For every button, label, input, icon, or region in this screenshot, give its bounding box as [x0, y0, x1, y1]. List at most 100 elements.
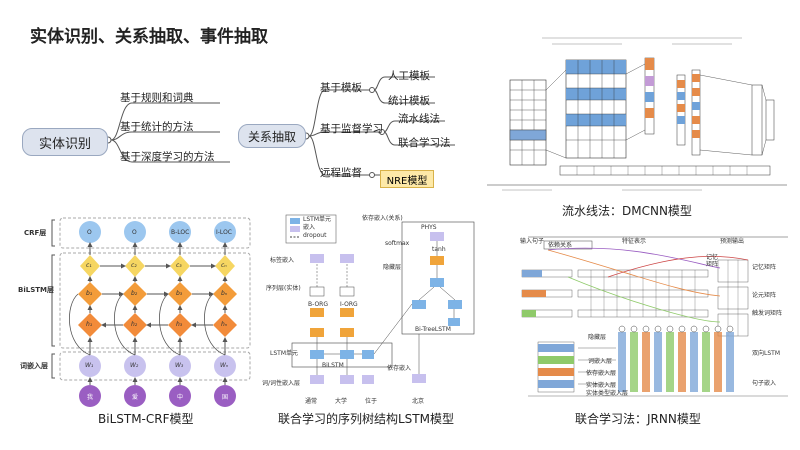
- page-title: 实体识别、关系抽取、事件抽取: [30, 27, 268, 47]
- jrnn-trigger-matrix-label: 触发词矩阵: [752, 310, 783, 317]
- legend-embedding-label: 嵌入: [303, 224, 316, 231]
- jrnn-bilstm-label: 双向LSTM: [752, 350, 780, 357]
- crf-c-label-4: cₙ: [221, 262, 227, 269]
- dmcnn-input-grid: [509, 79, 547, 166]
- tree-word-4: 北京: [412, 398, 425, 405]
- crf-tag-node: [124, 221, 146, 243]
- legend-embedding-swatch: [290, 226, 300, 232]
- lstm-h-label-1: h₁: [86, 321, 93, 328]
- dependency-relation-label: 依存嵌入(关系): [362, 215, 403, 222]
- jrnn-left-panel: [537, 341, 575, 393]
- lstm-h-label-2: h₂: [131, 321, 138, 328]
- word-embedding-node: [79, 355, 101, 377]
- jrnn-entity-type-label: 实体类型嵌入层: [586, 390, 629, 397]
- lstm-b-label-2: b₂: [131, 290, 138, 297]
- jrnn-dependency-embedding-label: 依存嵌入层: [586, 370, 617, 377]
- tree-softmax-label: softmax: [385, 240, 410, 247]
- lstm-h-node: [123, 313, 147, 337]
- ner-root: 实体识别: [22, 128, 108, 156]
- token-2: 爱: [132, 394, 139, 401]
- bilstm-column: [213, 221, 237, 407]
- jrnn-feature-label: 特征表示: [622, 238, 647, 245]
- jrnn-caption: 联合学习法：JRNN模型: [575, 412, 701, 426]
- crf-tag-2: O: [132, 229, 137, 236]
- word-embedding-node: [124, 355, 146, 377]
- jrnn-entity-embedding-label: 实体嵌入层: [586, 382, 617, 389]
- re-leaf-nre: NRE模型: [380, 170, 434, 188]
- dmcnn-classifier: [699, 74, 775, 156]
- lstm-b-label-4: bₙ: [221, 290, 228, 297]
- dmcnn-pooled-column: [644, 57, 655, 135]
- jrnn-memory-label: 记忆: [706, 254, 719, 261]
- jrnn-lstm-columns: [618, 325, 734, 392]
- dmcnn-feature-map: [565, 59, 627, 159]
- token-3: 中: [177, 394, 184, 401]
- tree-lstm-caption: 联合学习的序列树结构LSTM模型: [278, 412, 454, 426]
- word-label-2: W₂: [130, 362, 139, 369]
- jrnn-word-embedding-label: 词嵌入层: [588, 358, 613, 365]
- bilstm-label: BiLSTM: [322, 362, 344, 369]
- crf-tag-node: [79, 221, 101, 243]
- lstm-h-label-3: h₃: [176, 321, 183, 328]
- crf-c-node: [170, 255, 190, 277]
- bi-tree-lstm-label: Bi-TreeLSTM: [415, 326, 451, 333]
- embedding-layer-label: 词嵌入层: [20, 362, 48, 370]
- tree-word-1: 通常: [305, 398, 318, 405]
- crf-c-node: [215, 255, 235, 277]
- re-leaf-joint: 联合学习法: [398, 137, 451, 149]
- crf-tag-3: B-LOC: [171, 229, 190, 236]
- lstm-b-node: [78, 282, 102, 306]
- tree-lstm-figure: [262, 212, 477, 404]
- lstm-h-node: [168, 313, 192, 337]
- crf-c-label-3: c₃: [176, 262, 182, 269]
- jrnn-figure: [508, 232, 794, 408]
- jrnn-dependency-label: 依赖关系: [548, 242, 573, 249]
- token-1: 我: [87, 394, 94, 401]
- lstm-h-label-4: hₙ: [221, 321, 228, 328]
- lstm-b-node: [168, 282, 192, 306]
- lstm-b-label-3: b₃: [176, 290, 183, 297]
- lstm-h-node: [78, 313, 102, 337]
- crf-layer-label: CRF层: [24, 229, 47, 237]
- word-label-1: W₁: [85, 362, 94, 369]
- word-pos-embedding-label: 词/词性嵌入层: [262, 380, 301, 387]
- tree-tanh-label: tanh: [432, 246, 446, 253]
- bilstm-layer-label: BiLSTM层: [18, 286, 54, 294]
- crf-tag-node: [214, 221, 236, 243]
- i-org-label: I-ORG: [340, 301, 358, 308]
- bilstm-column: [78, 221, 102, 407]
- jrnn-sentence-embedding-label: 句子嵌入: [752, 380, 777, 387]
- token-node: [124, 385, 146, 407]
- jrnn-prediction-label: 预测输出: [720, 238, 745, 245]
- token-node: [214, 385, 236, 407]
- jrnn-embedding-rows: [521, 269, 709, 318]
- re-leaf-manual-template: 人工模板: [388, 70, 430, 82]
- crf-c-node: [80, 255, 100, 277]
- crf-tag-4: I-LOC: [216, 229, 232, 236]
- re-branch-supervised: 基于监督学习: [320, 123, 383, 135]
- bilstm-crf-caption: BiLSTM-CRF模型: [98, 412, 194, 426]
- legend-lstm-label: LSTM单元: [303, 216, 331, 223]
- word-label-4: Wₙ: [220, 362, 229, 369]
- token-node: [79, 385, 101, 407]
- crf-c-node: [125, 255, 145, 277]
- lstm-b-node: [123, 282, 147, 306]
- token-4: 国: [222, 394, 229, 401]
- label-embedding-label: 标签嵌入: [270, 257, 295, 264]
- legend-lstm-swatch: [290, 218, 300, 224]
- sequence-stack-left: [309, 254, 325, 384]
- jrnn-matrix-label: 矩阵: [706, 261, 719, 268]
- dmcnn-lexical-row: [559, 165, 771, 176]
- dmcnn-output-columns: [676, 69, 701, 156]
- tree-hidden-label: 隐藏层: [383, 264, 402, 271]
- re-branch-distant: 远程监督: [320, 167, 362, 179]
- crf-c-label-1: c₁: [86, 262, 92, 269]
- jrnn-memory-matrix-label: 记忆矩阵: [752, 264, 777, 271]
- ner-branch-statistics: 基于统计的方法: [120, 121, 194, 133]
- token-node: [169, 385, 191, 407]
- crf-tag-1: O: [87, 229, 92, 236]
- bilstm-column: [168, 221, 192, 407]
- tree-word-2: 大学: [335, 398, 348, 405]
- word-label-3: W₃: [175, 362, 184, 369]
- bilstm-recurrence-arrows: [69, 263, 226, 356]
